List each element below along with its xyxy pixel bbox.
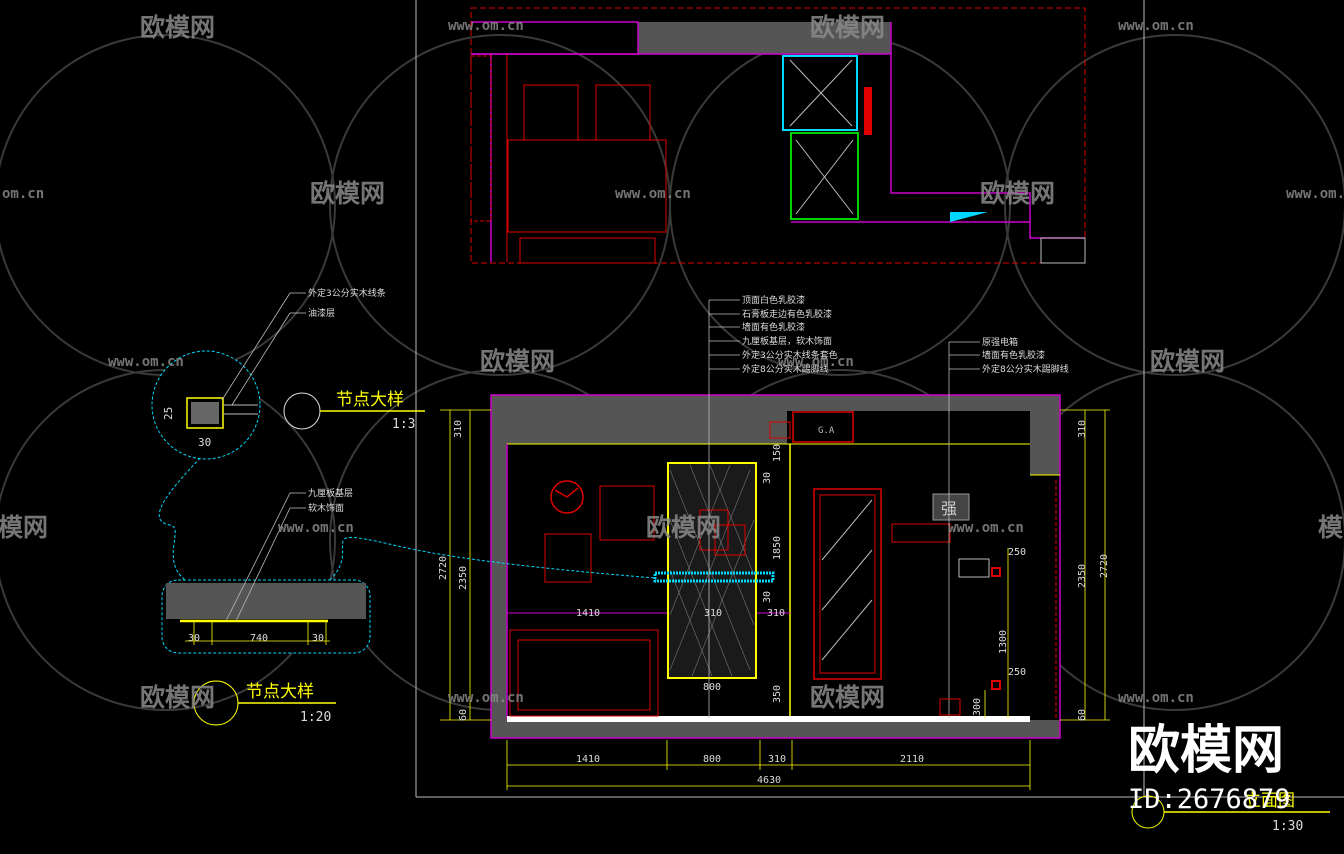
watermark-brand: 欧模网 — [480, 347, 555, 376]
detail-top-dim-h: 25 — [162, 407, 175, 420]
watermarks: 欧模网 欧模网 欧模网 欧模网 欧模网 欧模网 欧模网 欧模网 欧模网 模网 模… — [0, 13, 1344, 712]
watermark-url: www.om.cn — [448, 690, 524, 706]
watermark-brand: 欧模网 — [1150, 347, 1225, 376]
dim-left-1: 310 — [453, 420, 464, 438]
callout-left-top-2: 油漆层 — [308, 307, 335, 319]
dim-bottom-2: 800 — [703, 754, 721, 765]
watermark-url: www.om.cn — [778, 354, 854, 370]
dim-total: 4630 — [757, 775, 781, 786]
watermark-brand: 欧模网 — [310, 179, 385, 208]
watermark-url: www.om.cn — [448, 18, 524, 34]
detail-bottom-dim-mid: 740 — [250, 633, 268, 644]
callout-mid-2: 石膏板走边有色乳胶漆 — [742, 308, 832, 320]
watermark-url: www.om.cn — [278, 520, 354, 536]
detail-bottom-title: 节点大样 — [246, 682, 314, 702]
dim-inner-7: 1410 — [576, 608, 600, 619]
floor-plan — [470, 7, 1086, 264]
watermark-url: www.om.cn — [615, 186, 691, 202]
dim-right-3: 2350 — [1077, 564, 1088, 588]
detail-top: 外定3公分实木线条 油漆层 30 25 节点大样 1:3 — [151, 287, 425, 460]
dim-inner-8: 310 — [704, 608, 722, 619]
callouts-mid: 顶面白色乳胶漆 石膏板走边有色乳胶漆 墙面有色乳胶漆 九厘板基层，软木饰面 外定… — [742, 294, 1069, 375]
watermark-brand: 欧模网 — [646, 513, 721, 542]
dim-inner-12: 250 — [1008, 667, 1026, 678]
detail-top-title: 节点大样 — [336, 390, 404, 410]
ac-label: G.A — [818, 426, 835, 436]
model-id: ID:2676879 — [1128, 784, 1291, 815]
callout-leaders-mid — [709, 299, 980, 370]
dim-bottom-1: 1410 — [576, 754, 600, 765]
dim-inner-13: 300 — [972, 698, 983, 716]
dim-right-4: 60 — [1077, 709, 1088, 721]
elevation-scale: 1:30 — [1272, 819, 1303, 834]
detail-connector-left — [158, 457, 201, 581]
wall-elevation: G.A 强 — [490, 300, 1061, 739]
dim-inner-2: 30 — [762, 472, 773, 484]
watermark-url: www.om.cn — [108, 354, 184, 370]
callout-right-1: 原强电箱 — [982, 336, 1018, 348]
callout-left-bottom-2: 软木饰面 — [308, 502, 344, 514]
dim-inner-10: 250 — [1008, 547, 1026, 558]
watermark-brand-partial: 模网 — [0, 513, 48, 542]
dim-bottom-4: 2110 — [900, 754, 924, 765]
watermark-brand: 欧模网 — [140, 683, 215, 712]
watermark-url: www.om.cn — [948, 520, 1024, 536]
dim-inner-5: 310 — [767, 608, 785, 619]
callout-left-bottom-1: 九厘板基层 — [308, 487, 353, 499]
callout-right-3: 外定8公分实木踢脚线 — [982, 363, 1069, 375]
dimension-lines — [440, 409, 1110, 790]
callout-mid-1: 顶面白色乳胶漆 — [742, 294, 805, 306]
dim-right-1: 310 — [1077, 420, 1088, 438]
dimension-text: 1410 800 310 2110 4630 310 2720 2350 60 … — [438, 420, 1110, 786]
callout-mid-5: 外定3公分实木线条套色 — [742, 349, 838, 361]
sheet-frame — [415, 0, 1344, 798]
detail-bottom: 30 740 30 九厘板基层 软木饰面 节点大样 1:20 — [161, 487, 371, 726]
watermark-brand: 欧模网 — [810, 13, 885, 42]
dim-inner-6: 350 — [772, 685, 783, 703]
dim-left-3: 2350 — [458, 566, 469, 590]
elevation-title-block: 立面图 1:30 — [1131, 791, 1330, 834]
elevation-title: 立面图 — [1244, 791, 1295, 811]
dim-inner-3: 1850 — [772, 536, 783, 560]
brand-logo-text: 欧模网 — [1128, 721, 1284, 781]
watermark-url: www.om.cn — [1286, 186, 1344, 202]
detail-bottom-dim-right: 30 — [312, 633, 324, 644]
detail-top-scale: 1:3 — [392, 417, 415, 432]
dim-left-4: 60 — [458, 709, 469, 721]
brand-badge: 欧模网 ID:2676879 — [1128, 721, 1291, 815]
dim-right-2: 2720 — [1099, 554, 1110, 578]
detail-top-dim-w: 30 — [198, 436, 211, 449]
watermark-url: www.om.cn — [1118, 18, 1194, 34]
callout-mid-3: 墙面有色乳胶漆 — [742, 321, 805, 333]
detail-bottom-dim-left: 30 — [188, 633, 200, 644]
dim-bottom-3: 310 — [768, 754, 786, 765]
watermark-brand: 欧模网 — [980, 179, 1055, 208]
dim-inner-4: 30 — [762, 591, 773, 603]
dim-inner-9: 800 — [703, 682, 721, 693]
callout-mid-4: 九厘板基层，软木饰面 — [742, 335, 832, 347]
callout-mid-6: 外定8公分实木踢脚线 — [742, 363, 829, 375]
watermark-brand-partial: 模网 — [1318, 513, 1344, 542]
dim-left-2: 2720 — [438, 556, 449, 580]
watermark-brand: 欧模网 — [140, 13, 215, 42]
callout-left-top-1: 外定3公分实木线条 — [308, 287, 386, 299]
detail-connector-right — [329, 536, 656, 581]
detail-bottom-scale: 1:20 — [300, 710, 331, 725]
dim-inner-1: 150 — [772, 444, 783, 462]
watermark-url-short: om.cn — [2, 186, 44, 202]
dim-inner-11: 1300 — [998, 630, 1009, 654]
watermark-brand: 欧模网 — [810, 683, 885, 712]
callout-right-2: 墙面有色乳胶漆 — [982, 349, 1045, 361]
watermark-url: www.om.cn — [1118, 690, 1194, 706]
